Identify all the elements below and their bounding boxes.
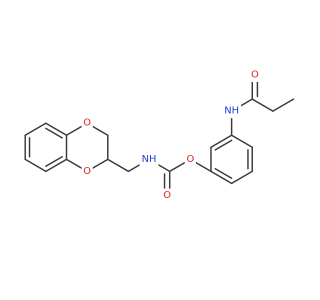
double-bond-inner <box>45 156 63 167</box>
atom-label: O <box>83 118 91 129</box>
bond <box>107 158 130 173</box>
bond <box>272 98 295 112</box>
atom-label: NH <box>224 106 239 117</box>
atom-labels: O O NH O O NH O <box>81 68 261 203</box>
oxygen-atom-o-ring-upper: O <box>81 116 93 131</box>
atom-label-background <box>81 164 93 179</box>
atom-label-background <box>249 68 261 82</box>
oxygen-atom-o-ether: O <box>184 152 196 167</box>
atom-label-background <box>184 152 196 167</box>
bond <box>45 122 68 136</box>
atom-label-background <box>81 116 93 131</box>
atom-label: O <box>251 70 259 81</box>
atom-label: O <box>83 166 91 177</box>
bond <box>251 98 274 112</box>
bond <box>24 158 47 173</box>
atom-label-background <box>161 188 173 203</box>
double-bond-inner <box>214 139 233 151</box>
atom-label: O <box>163 190 171 201</box>
bond <box>230 134 253 149</box>
oxygen-atom-o-ring-lower: O <box>81 164 93 179</box>
bonds <box>24 74 295 197</box>
bond <box>210 170 233 185</box>
bond <box>210 134 233 149</box>
oxygen-atom-o-carbonyl-right: O <box>249 68 261 82</box>
atom-label-background <box>139 152 159 167</box>
oxygen-atom-o-carbonyl-left: O <box>161 188 173 203</box>
double-bond-inner <box>45 127 63 139</box>
atom-label: NH <box>142 154 157 165</box>
molecule-structure: O O NH O O NH O <box>24 68 295 203</box>
nitrogen-atom-n-amide-right: NH <box>222 104 242 119</box>
bond <box>24 122 47 136</box>
nitrogen-atom-n-amide-left: NH <box>139 152 159 167</box>
atom-label-background <box>222 104 242 119</box>
atom-label: O <box>186 154 194 165</box>
bond <box>230 170 253 185</box>
double-bond-inner <box>214 168 233 179</box>
bond <box>45 158 68 173</box>
